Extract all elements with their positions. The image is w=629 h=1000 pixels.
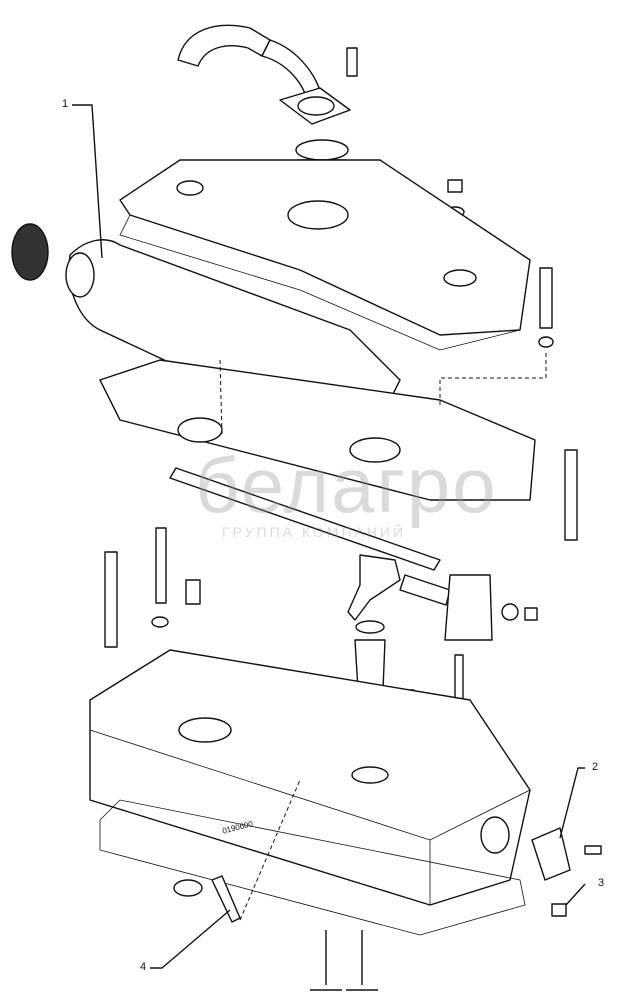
callout-2: 2 (592, 761, 599, 773)
head-gasket (99, 799, 526, 936)
valve (346, 930, 378, 991)
watermark-subtitle: ГРУППА КОМПАНИЙ (222, 524, 407, 540)
rocker-housing (99, 359, 536, 501)
bolt (584, 845, 602, 855)
nut (447, 179, 463, 193)
injector (211, 875, 241, 923)
cylinder-head (89, 649, 531, 906)
callout-1: 1 (62, 98, 69, 110)
sleeve (185, 579, 201, 605)
plug-3 (551, 903, 567, 917)
shaft-bracket (444, 574, 493, 641)
rocker-shaft (169, 467, 441, 571)
washer (151, 616, 169, 628)
breather-hose (177, 24, 271, 67)
gasket-ring (295, 139, 349, 161)
air-filter-screen (11, 223, 49, 281)
callout-3: 3 (598, 877, 605, 889)
plug (173, 879, 203, 897)
spring (399, 574, 451, 606)
rocker-arm (347, 554, 401, 621)
head-bolt (564, 449, 578, 541)
watermark-brand: белагро (195, 441, 498, 529)
head-bolt (104, 551, 118, 648)
outlet-flange (531, 827, 571, 881)
bolt (539, 267, 553, 329)
valve (310, 930, 342, 991)
stud (155, 527, 167, 604)
bolt (346, 47, 358, 77)
cap-dome (297, 96, 335, 116)
callout-4: 4 (140, 961, 147, 973)
washer (538, 336, 554, 348)
